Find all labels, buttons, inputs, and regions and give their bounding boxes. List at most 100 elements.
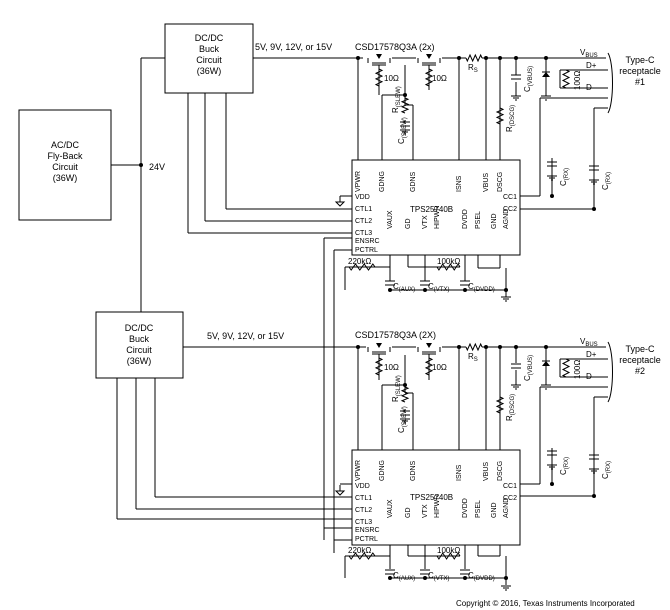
typec-label-2-2: receptacle [619, 355, 661, 365]
pin-pctrl: PCTRL [355, 247, 378, 254]
pin-gnd: GND [491, 213, 498, 229]
c-vtx-1 [420, 280, 430, 286]
r-dscg-2 [495, 396, 505, 414]
ic-tps25740b-1 [351, 159, 521, 256]
mosfet-q2-1 [416, 54, 442, 71]
dplus-label-2: D+ [586, 350, 597, 359]
pin-vdd: VDD [355, 194, 370, 201]
gate-resistor-2-2 [424, 357, 434, 376]
pin-psel: PSEL [475, 211, 482, 229]
r-220k-2 [348, 552, 376, 560]
c-rx-1-2 [547, 450, 557, 456]
ic-tps25740b-2 [351, 449, 521, 546]
typec-label-3-1: #1 [635, 77, 645, 87]
ground-crx1-2 [547, 464, 557, 470]
pin-ctl3: CTL3 [355, 230, 372, 237]
c-vtx-label-1: C(VTX) [428, 282, 449, 293]
c-vbus-2 [511, 363, 521, 369]
dminus-label-2: D– [586, 372, 597, 381]
pin-hipwr: HIPWR [434, 495, 441, 518]
pin-pctrl: PCTRL [355, 536, 378, 543]
r-slew-label-1: R(SLEW) [391, 86, 402, 113]
junction-dots [139, 56, 596, 580]
c-dvdd-1 [460, 280, 470, 286]
ground-ic-2 [501, 585, 511, 591]
r-dscg-1 [495, 107, 505, 125]
pin-isns: ISNS [456, 175, 463, 192]
pin-ensrc: ENSRC [355, 238, 380, 245]
c-vtx-2 [420, 569, 430, 575]
pin-cc1: CC1 [503, 194, 517, 201]
ground-crx1-1 [547, 175, 557, 181]
typec-connector-1 [607, 52, 613, 114]
pin-gdng: GDNG [379, 460, 386, 481]
sense-resistor-label-2: RS [468, 352, 478, 363]
ground-tvs-2 [541, 384, 551, 390]
pin-gd: GD [405, 219, 412, 230]
buck1-line-3: Circuit [196, 55, 222, 65]
pin-gdns: GDNS [410, 460, 417, 481]
pin-cc1: CC1 [503, 483, 517, 490]
acdc-line-1: AC/DC [51, 140, 80, 150]
c-dvdd-2 [460, 569, 470, 575]
r-100-label-2: 100Ω [573, 360, 582, 379]
mosfet-q2-2 [416, 343, 442, 360]
pin-vtx: VTX [422, 215, 429, 229]
pin-ctl1: CTL1 [355, 206, 372, 213]
pin-vbus: VBUS [483, 173, 490, 192]
c-aux-1 [385, 280, 395, 286]
pin-gdng: GDNG [379, 171, 386, 192]
ground-cvbus-1 [511, 95, 521, 101]
acdc-line-4: (36W) [53, 173, 78, 183]
c-slew-label-2: C(SLEW) [397, 406, 408, 433]
c-dvdd-label-2: C(DVDD) [468, 571, 495, 582]
pin-cc2: CC2 [503, 206, 517, 213]
pin-dscg: DSCG [497, 172, 504, 192]
pin-gdns: GDNS [410, 171, 417, 192]
c-vtx-label-2: C(VTX) [428, 571, 449, 582]
r-220k-1 [348, 263, 376, 271]
vdd-ground-2 [334, 485, 346, 496]
wiring [111, 57, 608, 585]
typec-label-2-1: receptacle [619, 66, 661, 76]
mosfet-label-1: CSD17578Q3A (2x) [355, 42, 435, 52]
typec-label-1-2: Type-C [625, 344, 655, 354]
buck2-line-2: Buck [129, 334, 150, 344]
out-volts-label-2: 5V, 9V, 12V, or 15V [207, 331, 284, 341]
c-dvdd-label-1: C(DVDD) [468, 282, 495, 293]
c-aux-2 [385, 569, 395, 575]
r-100k-label-1: 100kΩ [437, 257, 460, 266]
out-volts-label-1: 5V, 9V, 12V, or 15V [255, 42, 332, 52]
vdd-ground-1 [334, 196, 346, 207]
r-slew-label-2: R(SLEW) [391, 375, 402, 402]
gate-resistor-label-2-1: 10Ω [432, 74, 447, 83]
vbus-label-2: VBUS [580, 337, 598, 348]
dminus-label-1: D– [586, 83, 597, 92]
c-rx-1-1 [547, 161, 557, 167]
buck1-line-1: DC/DC [195, 33, 224, 43]
acdc-flyback-block: AC/DC Fly-Back Circuit (36W) [18, 109, 112, 221]
copyright-notice: Copyright © 2016, Texas Instruments Inco… [456, 599, 635, 608]
gate-resistor-2-1 [424, 68, 434, 87]
pin-vbus: VBUS [483, 462, 490, 481]
pin-dvdd: DVDD [462, 498, 469, 518]
c-rx-label-1-2: C(RX) [559, 457, 570, 475]
gate-resistor-1-1 [374, 68, 384, 87]
gate-resistor-label-2-2: 10Ω [432, 363, 447, 372]
tvs-diode-2 [542, 360, 550, 366]
r-dscg-label-1: R(DSCG) [505, 105, 516, 132]
sense-resistor-2 [465, 342, 483, 352]
buck1-line-2: Buck [199, 44, 220, 54]
typec-connector-2 [607, 341, 613, 403]
c-aux-label-2: C(AUX) [393, 571, 415, 582]
c-rx-2-1 [589, 165, 599, 171]
pin-psel: PSEL [475, 500, 482, 518]
pin-vaux: VAUX [387, 210, 394, 229]
ground-tvs-1 [541, 95, 551, 101]
ground-slew-1 [400, 129, 410, 135]
pin-ctl3: CTL3 [355, 519, 372, 526]
c-aux-label-1: C(AUX) [393, 282, 415, 293]
